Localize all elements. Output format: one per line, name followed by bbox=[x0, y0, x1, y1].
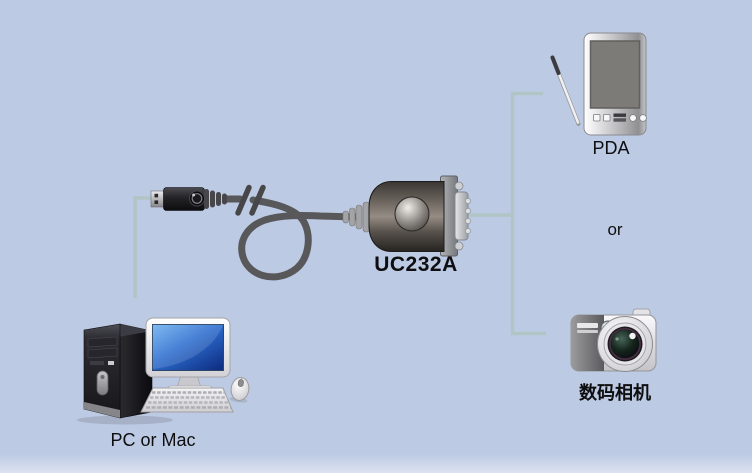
stylus-icon bbox=[550, 55, 581, 126]
camera-grip bbox=[571, 315, 604, 371]
camera-label: 数码相机 bbox=[579, 383, 651, 403]
adapter-dome bbox=[394, 196, 430, 232]
adapter-strain-relief bbox=[342, 201, 370, 233]
cable-loop bbox=[238, 196, 360, 281]
connection-line-right bbox=[462, 91, 546, 336]
pda-buttons bbox=[593, 113, 647, 122]
digital-camera-icon bbox=[570, 308, 657, 372]
pc-tower-icon bbox=[83, 323, 153, 419]
pda-icon bbox=[550, 32, 647, 136]
computer-label: PC or Mac bbox=[110, 430, 196, 450]
connection-line-left bbox=[133, 196, 153, 298]
keyboard-icon bbox=[140, 387, 234, 413]
strain-relief bbox=[204, 189, 227, 209]
pda-screen bbox=[589, 40, 641, 109]
power-button bbox=[96, 370, 109, 396]
monitor-screen bbox=[152, 324, 224, 371]
adapter-label: UC232A bbox=[374, 253, 458, 276]
mouse-icon bbox=[229, 377, 250, 403]
camera-lens bbox=[597, 316, 653, 372]
serial-connector-icon bbox=[454, 191, 471, 241]
usb-cable-icon bbox=[222, 184, 360, 281]
monitor-icon bbox=[145, 317, 231, 396]
desktop-computer-icon bbox=[77, 317, 250, 425]
cable-break-icon bbox=[235, 184, 266, 216]
usb-plug-icon bbox=[150, 187, 227, 211]
pda-label: PDA bbox=[592, 138, 630, 158]
or-label: or bbox=[607, 220, 623, 239]
usb-serial-adapter-icon bbox=[342, 175, 471, 257]
